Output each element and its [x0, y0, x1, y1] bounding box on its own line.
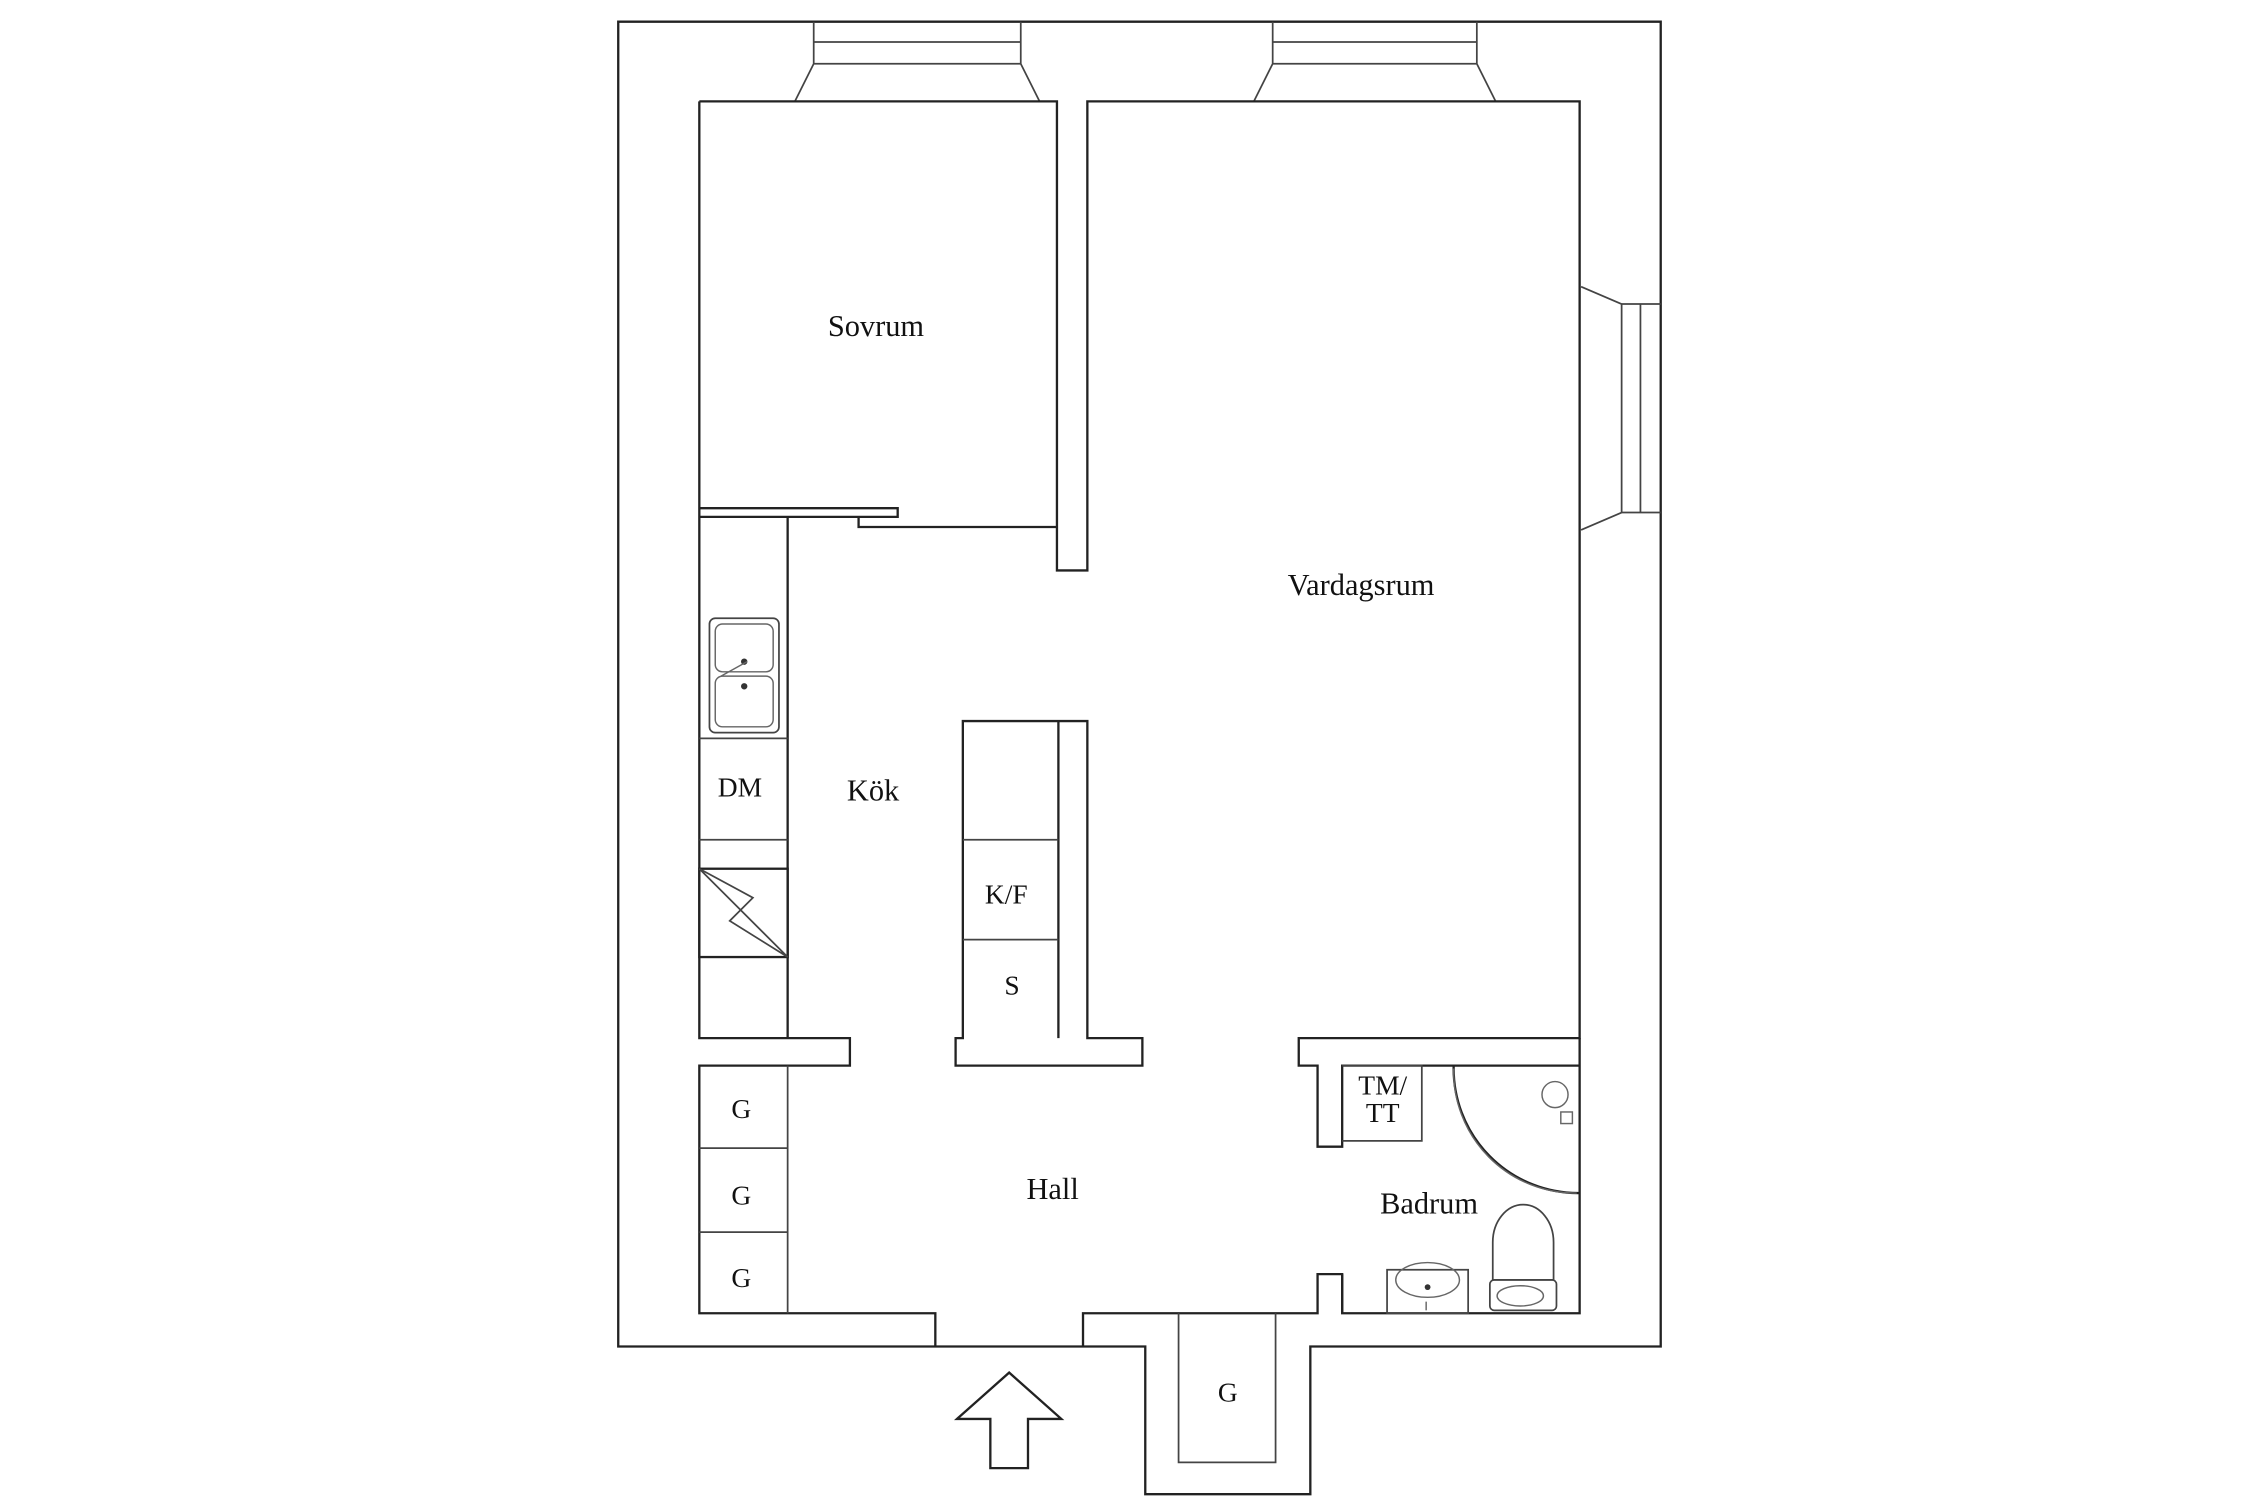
washbasin-icon — [1386, 1261, 1470, 1315]
toilet-icon — [1488, 1203, 1558, 1312]
window-living-right — [1580, 285, 1661, 531]
stove-icon — [698, 867, 789, 959]
fixture-label-tm: TM/ — [1358, 1070, 1407, 1101]
room-label-vardagsrum: Vardagsrum — [1288, 568, 1435, 602]
wardrobe-label-1: G — [731, 1093, 751, 1124]
kitchen-sink-icon — [708, 617, 780, 734]
fixture-label-s: S — [1004, 970, 1019, 1001]
fixture-label-kf: K/F — [985, 878, 1028, 909]
inner-walls — [698, 100, 1581, 1464]
window-living-top — [1253, 21, 1497, 102]
window-bedroom — [794, 21, 1041, 102]
room-label-kok: Kök — [847, 774, 900, 808]
room-label-hall: Hall — [1026, 1172, 1078, 1206]
outer-walls — [617, 20, 1662, 1496]
wardrobe-label-3: G — [731, 1262, 751, 1293]
entrance-arrow-icon — [953, 1371, 1065, 1470]
fixture-label-tt: TT — [1366, 1097, 1400, 1128]
room-label-badrum: Badrum — [1380, 1186, 1478, 1220]
room-label-sovrum: Sovrum — [828, 309, 925, 343]
wardrobe-label-4: G — [1218, 1377, 1238, 1408]
fixture-label-dm: DM — [718, 771, 762, 802]
wardrobe-label-2: G — [731, 1180, 751, 1211]
shower-icon — [1452, 1065, 1580, 1195]
